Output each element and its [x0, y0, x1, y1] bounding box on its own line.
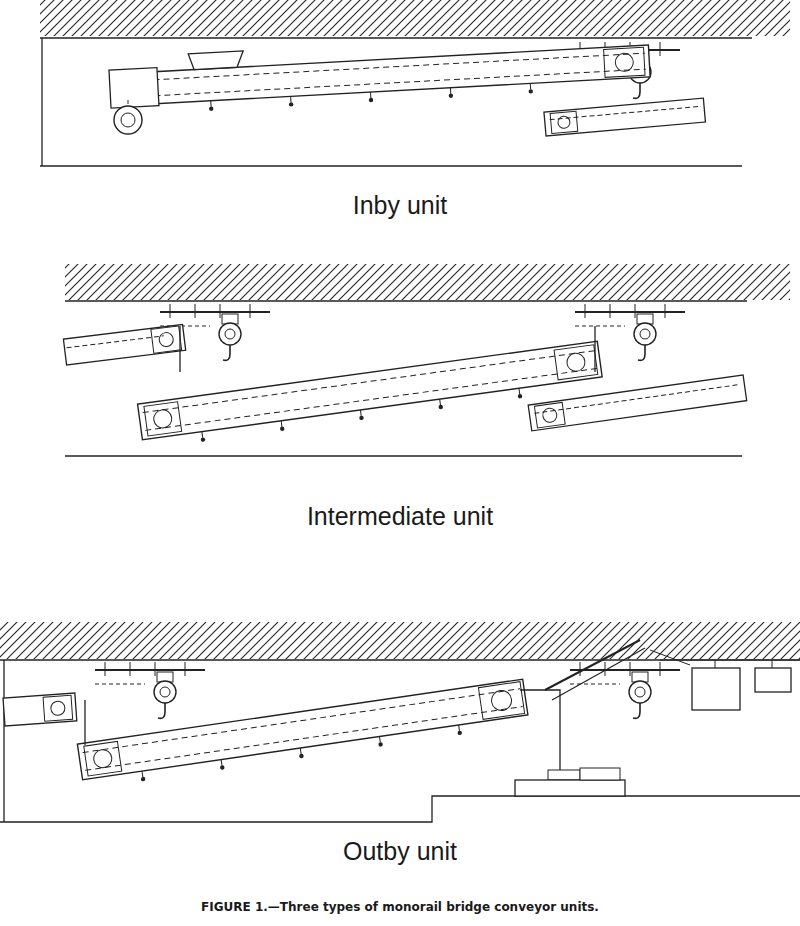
unit-label: Intermediate unit [307, 502, 493, 531]
unit-label: Outby unit [343, 837, 457, 866]
outby-drawing [0, 622, 800, 822]
unit-label: Inby unit [353, 191, 448, 220]
intermediate-drawing [63, 264, 790, 456]
figure-caption: FIGURE 1.—Three types of monorail bridge… [201, 900, 599, 914]
inby-drawing [40, 0, 790, 166]
